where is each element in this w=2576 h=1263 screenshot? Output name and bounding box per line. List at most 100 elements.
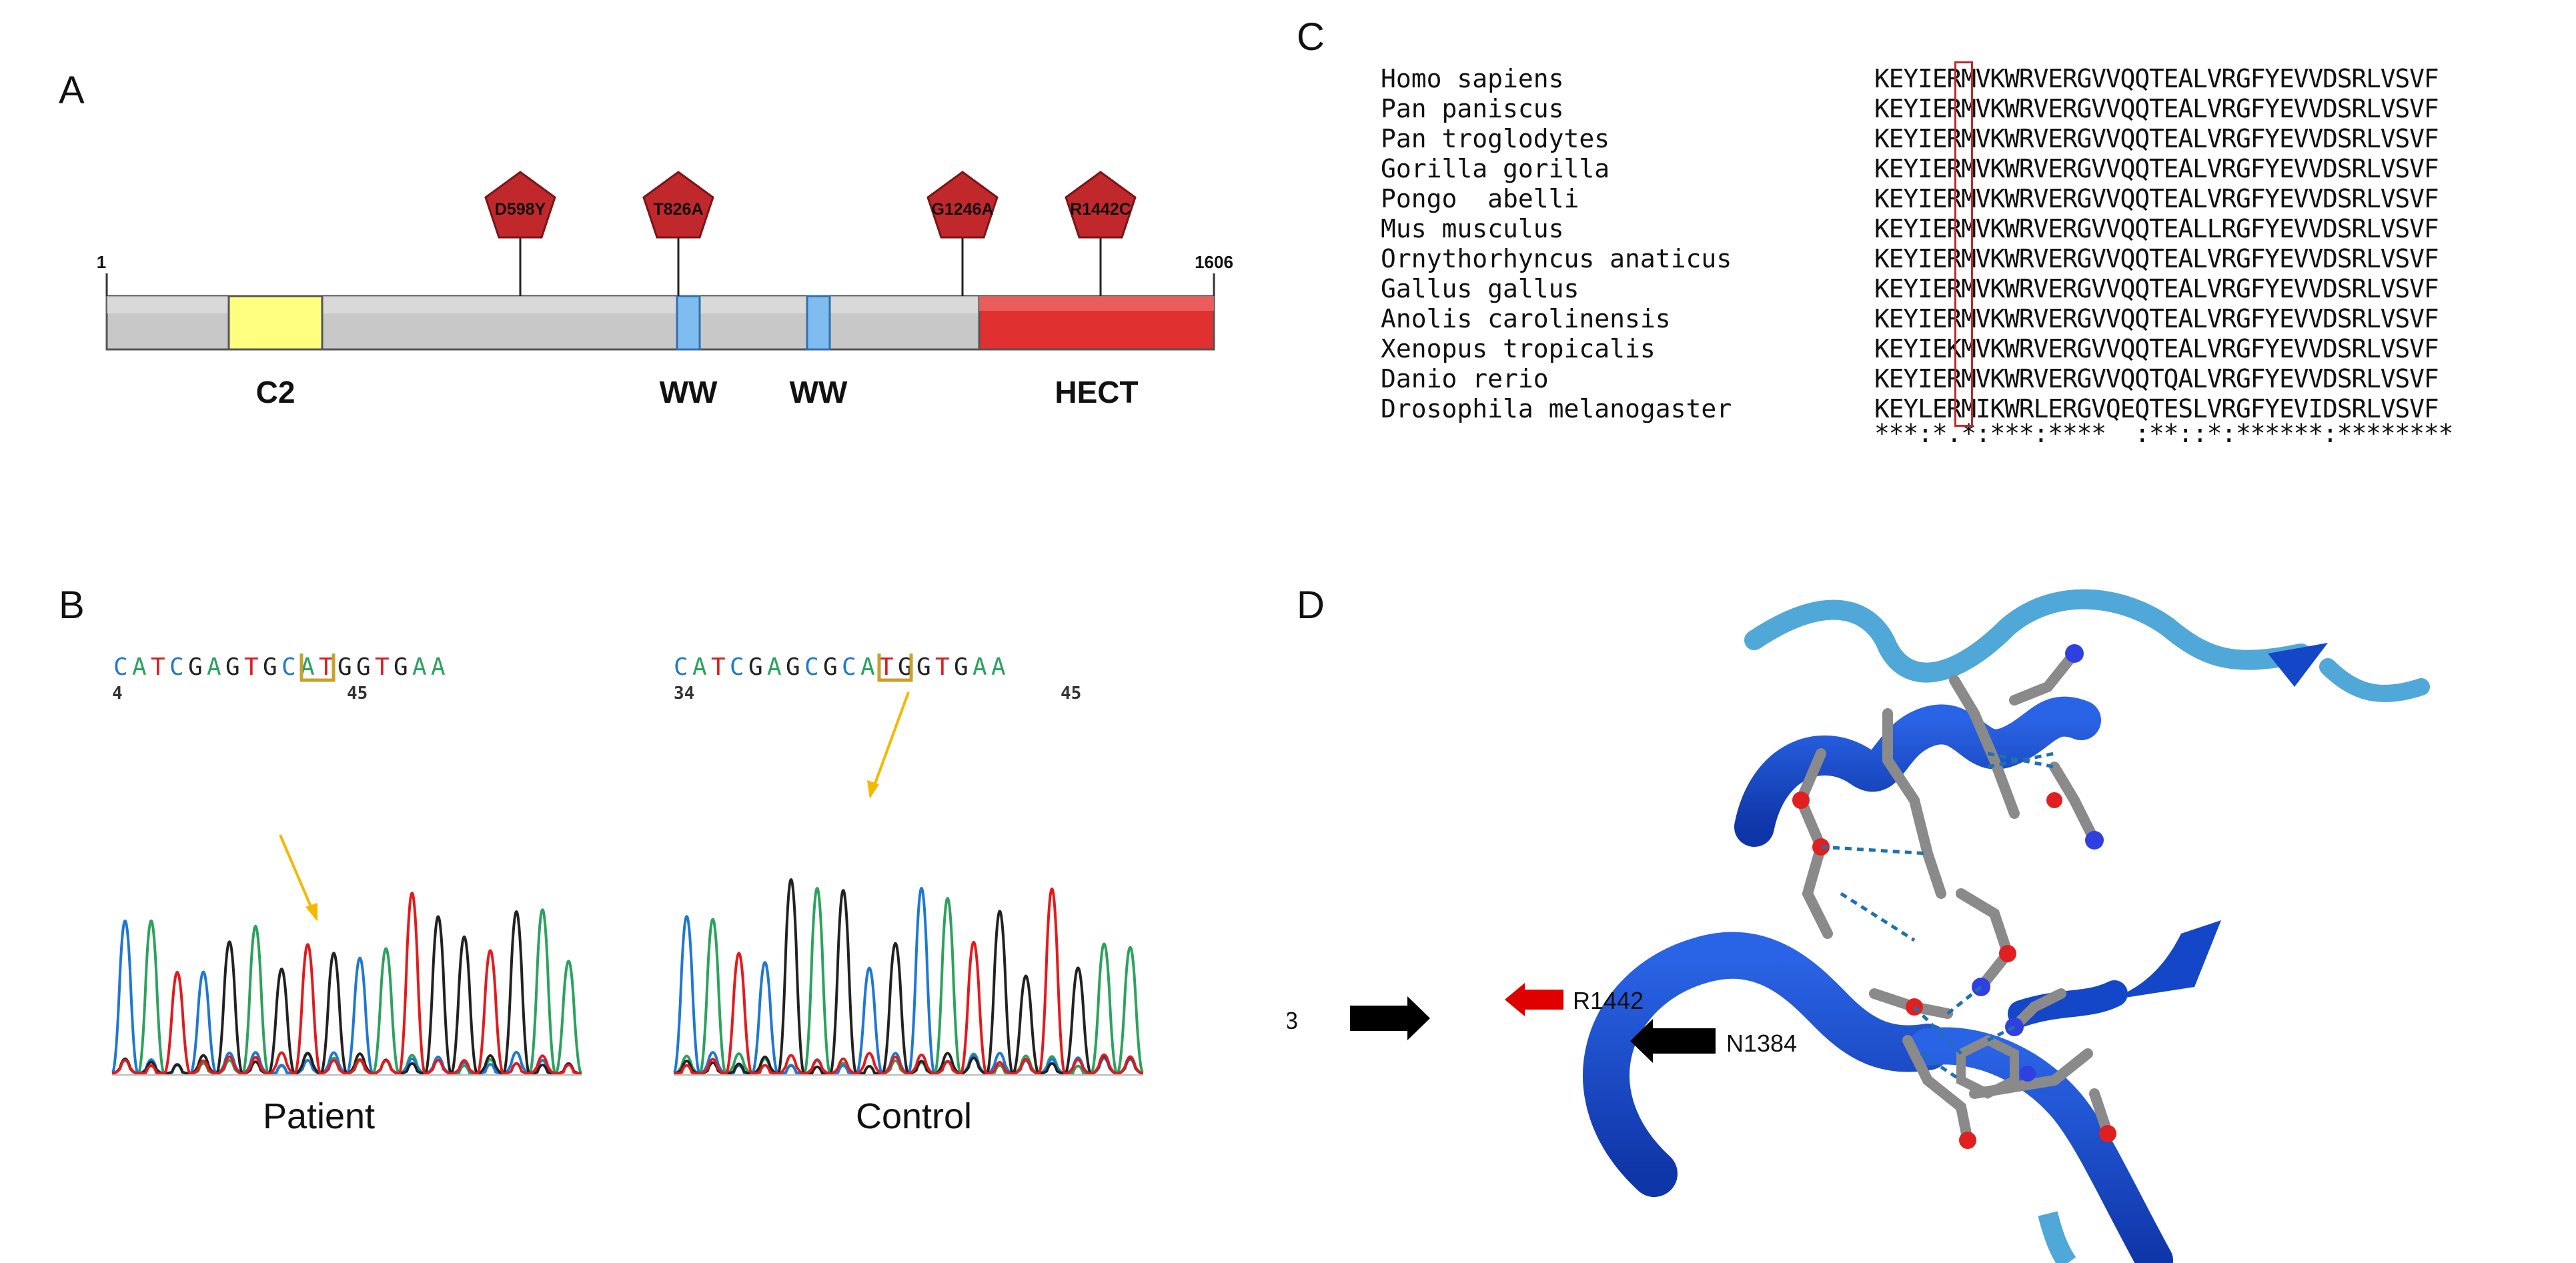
sequence-base: G	[188, 654, 203, 681]
species-sequence: KEYIERMVKWRVERGVVQQTEALVRGFYEVVDSRLVSVF	[1874, 94, 2439, 123]
patient-variant-box	[299, 654, 336, 682]
mutation-pin-d598y	[484, 171, 556, 296]
sequence-base: G	[338, 654, 352, 681]
patient-label: Patient	[263, 1096, 375, 1136]
sequence-base: A	[132, 654, 147, 681]
arrow-r1442	[1505, 983, 1563, 1016]
sequence-base: G	[394, 654, 408, 681]
sequence-base: C	[842, 654, 856, 681]
arrow-n1384	[1630, 1019, 1716, 1063]
sequence-base: C	[730, 654, 744, 681]
trace-g	[111, 910, 582, 1076]
mutation-label-t826a: T826A	[653, 200, 703, 219]
sequence-base: G	[356, 654, 371, 681]
species-name: Ornythorhyncus anaticus	[1381, 244, 1732, 273]
label-n1384: N1384	[1726, 1030, 1797, 1057]
sequence-base: A	[692, 654, 707, 681]
sequence-base: A	[207, 654, 221, 681]
sequence-base: C	[674, 654, 688, 681]
sequence-base: T	[935, 654, 950, 681]
panel-c-letter: C	[1297, 15, 1325, 59]
control-start-number: 34	[674, 684, 694, 704]
species-name: Danio rerio	[1381, 364, 1549, 393]
sequence-base: T	[244, 654, 259, 681]
sequence-base: A	[412, 654, 427, 681]
species-sequence: KEYIERMVKWRVERGVVQQTEALVRGFYEVVDSRLVSVF	[1874, 154, 2439, 183]
trace-t	[673, 888, 1144, 1076]
species-name: Anolis carolinensis	[1381, 304, 1671, 333]
control-arrow	[867, 692, 910, 799]
sequence-base: C	[169, 654, 184, 681]
sequence-base: T	[879, 654, 894, 681]
domain-c2	[227, 295, 324, 351]
sequence-base: A	[860, 654, 875, 681]
species-name: Homo sapiens	[1381, 64, 1564, 93]
sequence-base: A	[300, 654, 315, 681]
sequence-base: G	[898, 654, 912, 681]
oxygen-atoms	[1792, 792, 2116, 1149]
species-sequence: KEYIERMVKWRVERGVVQQTEALVRGFYEVVDSRLVSVF	[1874, 274, 2439, 303]
species-sequence: KEYIERMVKWRVERGVVQQTEALVRGFYEVVDSRLVSVF	[1874, 244, 2439, 273]
ribbon-helix	[1734, 696, 2101, 847]
sequence-base: A	[767, 654, 782, 681]
species-name: Xenopus tropicalis	[1381, 334, 1656, 363]
species-name: Drosophila melanogaster	[1381, 394, 1732, 423]
sequence-base: C	[804, 654, 819, 681]
label-m1443: M1443	[1287, 1007, 1298, 1034]
mutation-label-r1442c: R1442C	[1070, 200, 1131, 219]
panel-b-letter: B	[59, 583, 85, 627]
ribbon-main	[1583, 932, 1951, 1197]
panel-d: D	[1287, 583, 2576, 1263]
patient-end-number: 45	[347, 684, 368, 704]
sequence-base: A	[973, 654, 987, 681]
sequence-base: T	[711, 654, 726, 681]
sequence-base: G	[823, 654, 838, 681]
sequence-base: C	[281, 654, 296, 681]
species-sequence: KEYIERMVKWRVERGVVQQTEALVRGFYEVVDSRLVSVF	[1874, 304, 2439, 333]
control-label: Control	[856, 1096, 972, 1136]
sequence-base: T	[151, 654, 165, 681]
hydrogen-bonds	[1820, 752, 2055, 1082]
ribbon-tail	[1909, 1027, 2173, 1263]
sequence-base: A	[991, 654, 1006, 681]
mutation-pin-r1442c	[1065, 171, 1137, 296]
species-sequence: KEYIERMVKWRVERGVVQQTEALLRGFYEVVDSRLVSVF	[1874, 214, 2439, 243]
protein-structure: M1443 R1442 N1384	[1287, 589, 2430, 1263]
species-name: Gorilla gorilla	[1381, 154, 1610, 183]
panel-a-letter: A	[59, 69, 85, 112]
sequence-base: T	[319, 654, 334, 681]
species-sequence: KEYIERMVKWRVERGVVQQTEALVRGFYEVVDSRLVSVF	[1874, 64, 2439, 93]
panel-d-letter: D	[1297, 583, 1325, 627]
trace-t	[111, 892, 582, 1076]
species-name: Mus musculus	[1381, 214, 1564, 243]
patient-start-number: 4	[112, 684, 123, 704]
mutation-label-g1246a: G1246A	[931, 200, 993, 219]
sequence-base: G	[263, 654, 277, 681]
ribbon-light-bottom	[2038, 1211, 2076, 1263]
ribbon-light	[1744, 589, 2311, 683]
mutation-pin-t826a	[642, 171, 714, 296]
conservation-line: ***:*.*:***:**** :**::*:******:********	[1874, 419, 2453, 448]
domain-label-ww-2: WW	[790, 375, 848, 409]
domain-ww-2	[806, 295, 831, 351]
conserved-residue-box	[1954, 61, 1973, 427]
species-sequence: KEYIERMVKWRVERGVVQQTEALVRGFYEVVDSRLVSVF	[1874, 124, 2439, 153]
sequence-base: T	[375, 654, 390, 681]
sequence-base: G	[786, 654, 800, 681]
ribbon-arrowhead-top	[2268, 643, 2328, 687]
label-r1442: R1442	[1573, 987, 1644, 1014]
species-name: Pongo abelli	[1381, 184, 1579, 213]
control-variant-box	[877, 654, 913, 682]
sequence-base: G	[225, 654, 240, 681]
species-sequence: KEYIEKMVKWRVERGVVQQTEALVRGFYEVVDSRLVSVF	[1874, 334, 2439, 363]
sequence-base: G	[748, 654, 763, 681]
domain-label-c2: C2	[256, 375, 295, 409]
sequence-base: G	[916, 654, 931, 681]
ribbon-arrowhead-right	[2108, 920, 2221, 1000]
sequence-base: A	[431, 654, 446, 681]
